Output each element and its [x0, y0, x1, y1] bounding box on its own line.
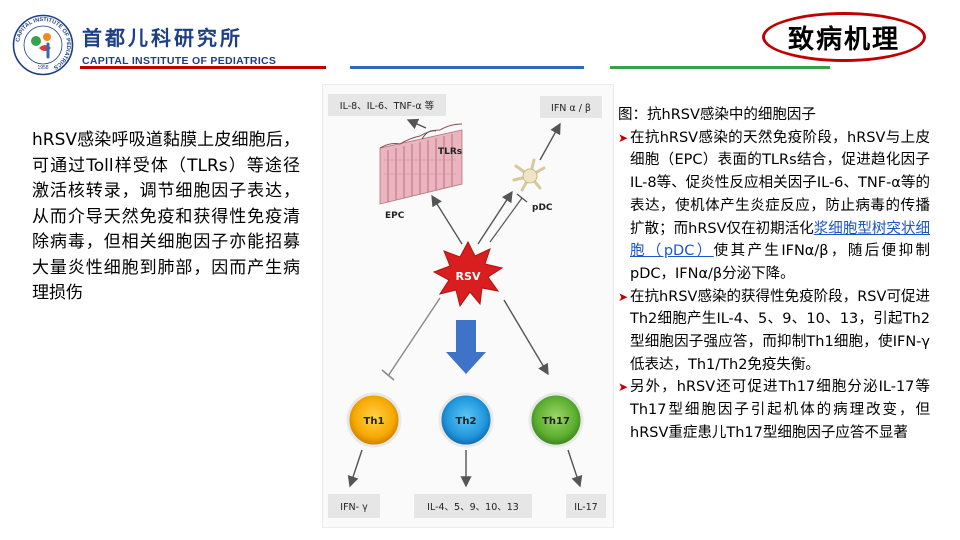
- box-il17: IL-17: [566, 494, 606, 518]
- bullet-th17-text: 另外，hRSV还可促进Th17细胞分泌IL-17等Th17型细胞因子引起机体的病…: [630, 379, 930, 441]
- bullet-adaptive-immunity: ➤ 在抗hRSV感染的获得性免疫阶段，RSV可促进Th2细胞产生IL-4、5、9…: [618, 286, 930, 377]
- epc-label: EPC: [385, 211, 405, 221]
- institute-name: 首都儿科研究所 CAPITAL INSTITUTE OF PEDIATRICS: [82, 22, 276, 67]
- box-ifn-gamma: IFN- γ: [328, 494, 380, 518]
- institute-name-cn: 首都儿科研究所: [82, 26, 243, 50]
- institute-name-en: CAPITAL INSTITUTE OF PEDIATRICS: [82, 55, 277, 67]
- th1-cell: Th1: [346, 392, 402, 448]
- tlrs-label: TLRs: [438, 147, 462, 157]
- left-paragraph: hRSV感染呼吸道黏膜上皮细胞后，可通过Toll样受体（TLRs）等途径激活核转…: [32, 130, 300, 303]
- title-oval: 致病机理: [762, 12, 926, 62]
- arrow-epc-to-cytokines: [406, 118, 427, 130]
- bullet-th17: ➤ 另外，hRSV还可促进Th17细胞分泌IL-17等Th17型细胞因子引起机体…: [618, 376, 930, 444]
- rsv-virus-icon: [432, 240, 504, 308]
- header-bar-blue: [350, 66, 584, 69]
- bullet-arrow-icon: ➤: [618, 289, 629, 304]
- tlrs-pointer: [421, 130, 437, 140]
- box-il17-label: IL-17: [574, 502, 597, 513]
- arrow-rsv-to-pdc: [477, 190, 513, 245]
- th1-label: Th1: [364, 416, 385, 427]
- arrow-th17-to-il17: [567, 449, 583, 488]
- bullet-arrow-icon: ➤: [618, 380, 629, 395]
- box-il4-13-label: IL-4、5、9、10、13: [427, 502, 519, 513]
- bullet-arrow-icon: ➤: [618, 130, 629, 145]
- box-ifn-alpha-beta-label: IFN α / β: [551, 103, 591, 114]
- bullet-innate-text-2: 使其产生IFNα/β，随后便抑制pDC，IFNα/β分泌下降。: [630, 243, 930, 282]
- box-ifn-alpha-beta: IFN α / β: [540, 96, 602, 118]
- pdc-cell-icon: [512, 158, 546, 192]
- rsv-cytokine-diagram: IL-8、IL-6、TNF-α 等 IFN α / β TLRs EPC pDC…: [328, 94, 606, 518]
- inhibit-rsv-to-pdc: [489, 197, 523, 243]
- pdc-link[interactable]: 浆细胞型树突状细胞（pDC）: [630, 220, 931, 260]
- figure-caption: 图：抗hRSV感染中的细胞因子: [618, 107, 816, 123]
- page-title: 致病机理: [787, 24, 900, 55]
- rsv-label: RSV: [456, 270, 481, 283]
- box-ifn-gamma-label: IFN- γ: [340, 502, 368, 513]
- pdc-label: pDC: [532, 203, 553, 213]
- inhibit-rsv-to-th1: [387, 297, 441, 377]
- arrow-th1-to-ifn-gamma: [347, 449, 363, 488]
- header-bar-green: [610, 66, 830, 69]
- th2-cell: Th2: [438, 392, 494, 448]
- arrow-rsv-to-epc: [431, 194, 463, 245]
- arrow-rsv-to-th2: [446, 320, 486, 374]
- arrow-pdc-to-ifn: [539, 122, 561, 161]
- box-il4-13: IL-4、5、9、10、13: [414, 494, 532, 518]
- epc-tissue-icon: [379, 123, 463, 205]
- th17-label: Th17: [542, 416, 570, 427]
- right-explanation: 图：抗hRSV感染中的细胞因子 ➤ 在抗hRSV感染的天然免疫阶段，hRSV与上…: [618, 104, 930, 445]
- logo-year: 1958: [37, 65, 48, 71]
- th2-label: Th2: [456, 416, 477, 427]
- bullet-adaptive-text: 在抗hRSV感染的获得性免疫阶段，RSV可促进Th2细胞产生IL-4、5、9、1…: [630, 288, 930, 373]
- box-il8-il6-tnf: IL-8、IL-6、TNF-α 等: [328, 94, 446, 116]
- bullet-innate-text-1: 在抗hRSV感染的天然免疫阶段，hRSV与上皮细胞（EPC）表面的TLRs结合，…: [630, 129, 930, 237]
- bullet-innate-immunity: ➤ 在抗hRSV感染的天然免疫阶段，hRSV与上皮细胞（EPC）表面的TLRs结…: [618, 127, 930, 286]
- box-il8-il6-tnf-label: IL-8、IL-6、TNF-α 等: [340, 100, 435, 112]
- header-bar-red: [80, 66, 326, 69]
- diagram-panel: [322, 84, 614, 528]
- logo-orange-dot: [43, 33, 51, 41]
- arrow-rsv-to-th17: [503, 299, 549, 376]
- institute-logo: CAPITAL INSTITUTE OF PEDIATRICS 1958: [12, 14, 74, 76]
- th17-cell: Th17: [528, 392, 584, 448]
- logo-green-dot: [31, 36, 41, 46]
